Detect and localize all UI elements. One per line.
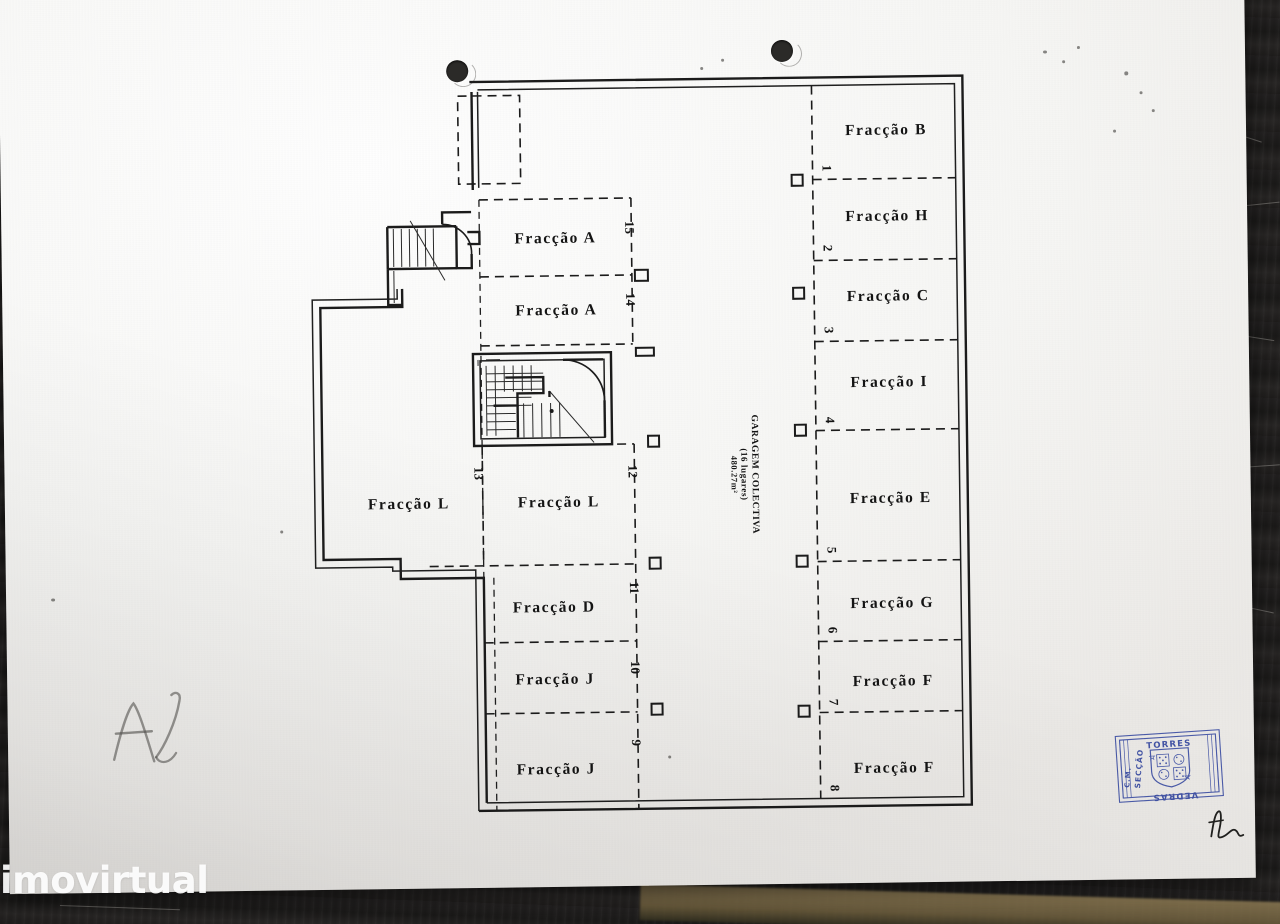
- fraction-label-c: Fracção C: [847, 287, 930, 305]
- fraction-label-j2: Fracção J: [517, 760, 597, 778]
- fraction-label-g: Fracção G: [850, 594, 934, 612]
- garage-annotation-line1: GARAGEM COLECTIVA: [749, 414, 761, 534]
- fraction-label-h: Fracção H: [845, 207, 929, 225]
- stamp-top-text: TORRES: [1146, 738, 1192, 751]
- parking-number-14: 14: [623, 293, 638, 307]
- handwritten-sheet-label: [112, 691, 181, 764]
- parking-number-13: 13: [471, 467, 486, 481]
- parking-number-12: 12: [625, 465, 640, 478]
- parking-number-8: 8: [828, 785, 843, 792]
- official-stamp: TORRES SECÇÃO C.M. VEDRAS: [1114, 729, 1224, 803]
- parking-number-9: 9: [629, 739, 644, 746]
- parking-number-10: 10: [628, 661, 643, 674]
- garage-annotation-line2: (16 lugares): [739, 448, 750, 500]
- garage-annotation-line3: 480.27m²: [729, 456, 739, 494]
- stamp-bottom-text: VEDRAS: [1152, 789, 1198, 802]
- parking-number-6: 6: [826, 627, 841, 634]
- site-watermark: imovirtual: [0, 859, 209, 902]
- fraction-label-e: Fracção E: [850, 489, 932, 507]
- parking-number-15: 15: [622, 221, 637, 235]
- parking-number-2: 2: [821, 245, 836, 252]
- stamp-left-text: C.M.: [1123, 767, 1133, 788]
- fraction-label-j1: Fracção J: [515, 670, 595, 688]
- fraction-label-b: Fracção B: [845, 121, 927, 139]
- floor-plan-drawing: .wall { fill:none; stroke:#1b1b1b; strok…: [367, 121, 936, 792]
- paper-sheet: .wall { fill:none; stroke:#1b1b1b; strok…: [0, 0, 1256, 895]
- garage-annotation: GARAGEM COLECTIVA (16 lugares) 480.27m²: [729, 414, 761, 534]
- fraction-label-l-middle: Fracção L: [518, 493, 600, 511]
- fraction-label-a2: Fracção A: [515, 301, 597, 319]
- fraction-label-a1: Fracção A: [514, 229, 596, 247]
- parking-number-1: 1: [819, 165, 834, 172]
- parking-number-4: 4: [823, 417, 838, 424]
- fraction-label-f2: Fracção F: [854, 759, 935, 777]
- fraction-label-d: Fracção D: [513, 598, 596, 616]
- parking-number-3: 3: [822, 327, 837, 334]
- parking-number-7: 7: [826, 699, 841, 706]
- handwritten-signature: [1208, 810, 1245, 839]
- stamp-mid-text: SECÇÃO: [1133, 748, 1145, 788]
- fraction-label-f1: Fracção F: [853, 672, 934, 690]
- fraction-label-l-left: Fracção L: [368, 495, 450, 513]
- fraction-label-i: Fracção I: [850, 373, 928, 391]
- parking-number-11: 11: [627, 582, 642, 594]
- parking-number-5: 5: [824, 547, 839, 554]
